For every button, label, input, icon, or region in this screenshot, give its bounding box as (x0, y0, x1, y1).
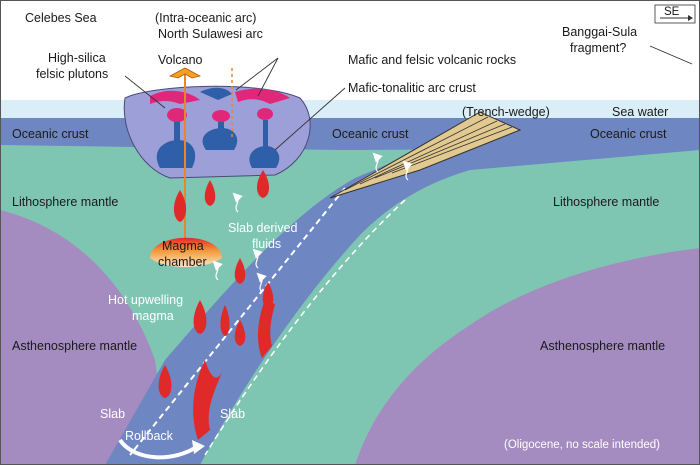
label-banggai-2: fragment? (570, 41, 626, 55)
label-rollback: Rollback (125, 429, 174, 443)
label-plutons-1: High-silica (48, 51, 106, 65)
label-mafic-tonalitic: Mafic-tonalitic arc crust (348, 81, 476, 95)
felsic-rock-right (235, 88, 290, 104)
mafic-rock-top (200, 87, 232, 100)
label-slab-fluids-1: Slab derived (228, 221, 298, 235)
label-compass: SE (664, 6, 680, 18)
label-magma-2: chamber (158, 255, 207, 269)
label-oceanic-left: Oceanic crust (12, 127, 89, 141)
label-asthenosphere-right: Asthenosphere mantle (540, 339, 665, 353)
label-arc-1: (Intra-oceanic arc) (155, 11, 256, 25)
rollback-arrow (118, 438, 200, 460)
subducting-slab (105, 118, 700, 465)
label-magma-1: Magma (162, 239, 204, 253)
label-lithosphere-right: Lithosphere mantle (553, 195, 659, 209)
sea-water-layer (0, 100, 700, 120)
label-note: (Oligocene, no scale intended) (504, 439, 660, 451)
label-mafic-felsic: Mafic and felsic volcanic rocks (348, 53, 516, 67)
volcano-icon (168, 67, 202, 79)
label-trench-wedge: (Trench-wedge) (462, 105, 550, 119)
trench-wedge-body (329, 111, 522, 199)
felsic-rock-left (150, 90, 200, 104)
rollback-arrowhead (192, 440, 205, 454)
fluid-arrows (212, 152, 413, 293)
slab-top-dashed-line (129, 187, 346, 456)
compass-arrowhead (688, 15, 693, 21)
label-sea-water: Sea water (612, 105, 668, 119)
label-slab-right: Slab (220, 407, 245, 421)
label-upwelling-1: Hot upwelling (108, 293, 183, 307)
asthenosphere-left (0, 210, 170, 465)
label-arc-2: North Sulawesi arc (158, 27, 263, 41)
label-slab-left: Slab (100, 407, 125, 421)
label-celebes-sea: Celebes Sea (25, 11, 97, 25)
label-lithosphere-left: Lithosphere mantle (12, 195, 118, 209)
label-slab-fluids-2: fluids (252, 237, 281, 251)
label-banggai-1: Banggai-Sula (562, 25, 637, 39)
label-plutons-2: felsic plutons (36, 67, 108, 81)
label-oceanic-mid: Oceanic crust (332, 127, 409, 141)
label-asthenosphere-left: Asthenosphere mantle (12, 339, 137, 353)
label-oceanic-right: Oceanic crust (590, 127, 667, 141)
leader-lines (124, 45, 693, 151)
magma-droplets (158, 170, 275, 440)
magma-chamber (150, 237, 222, 267)
label-upwelling-2: magma (132, 309, 174, 323)
asthenosphere-right (355, 248, 700, 465)
label-volcano: Volcano (158, 53, 203, 67)
